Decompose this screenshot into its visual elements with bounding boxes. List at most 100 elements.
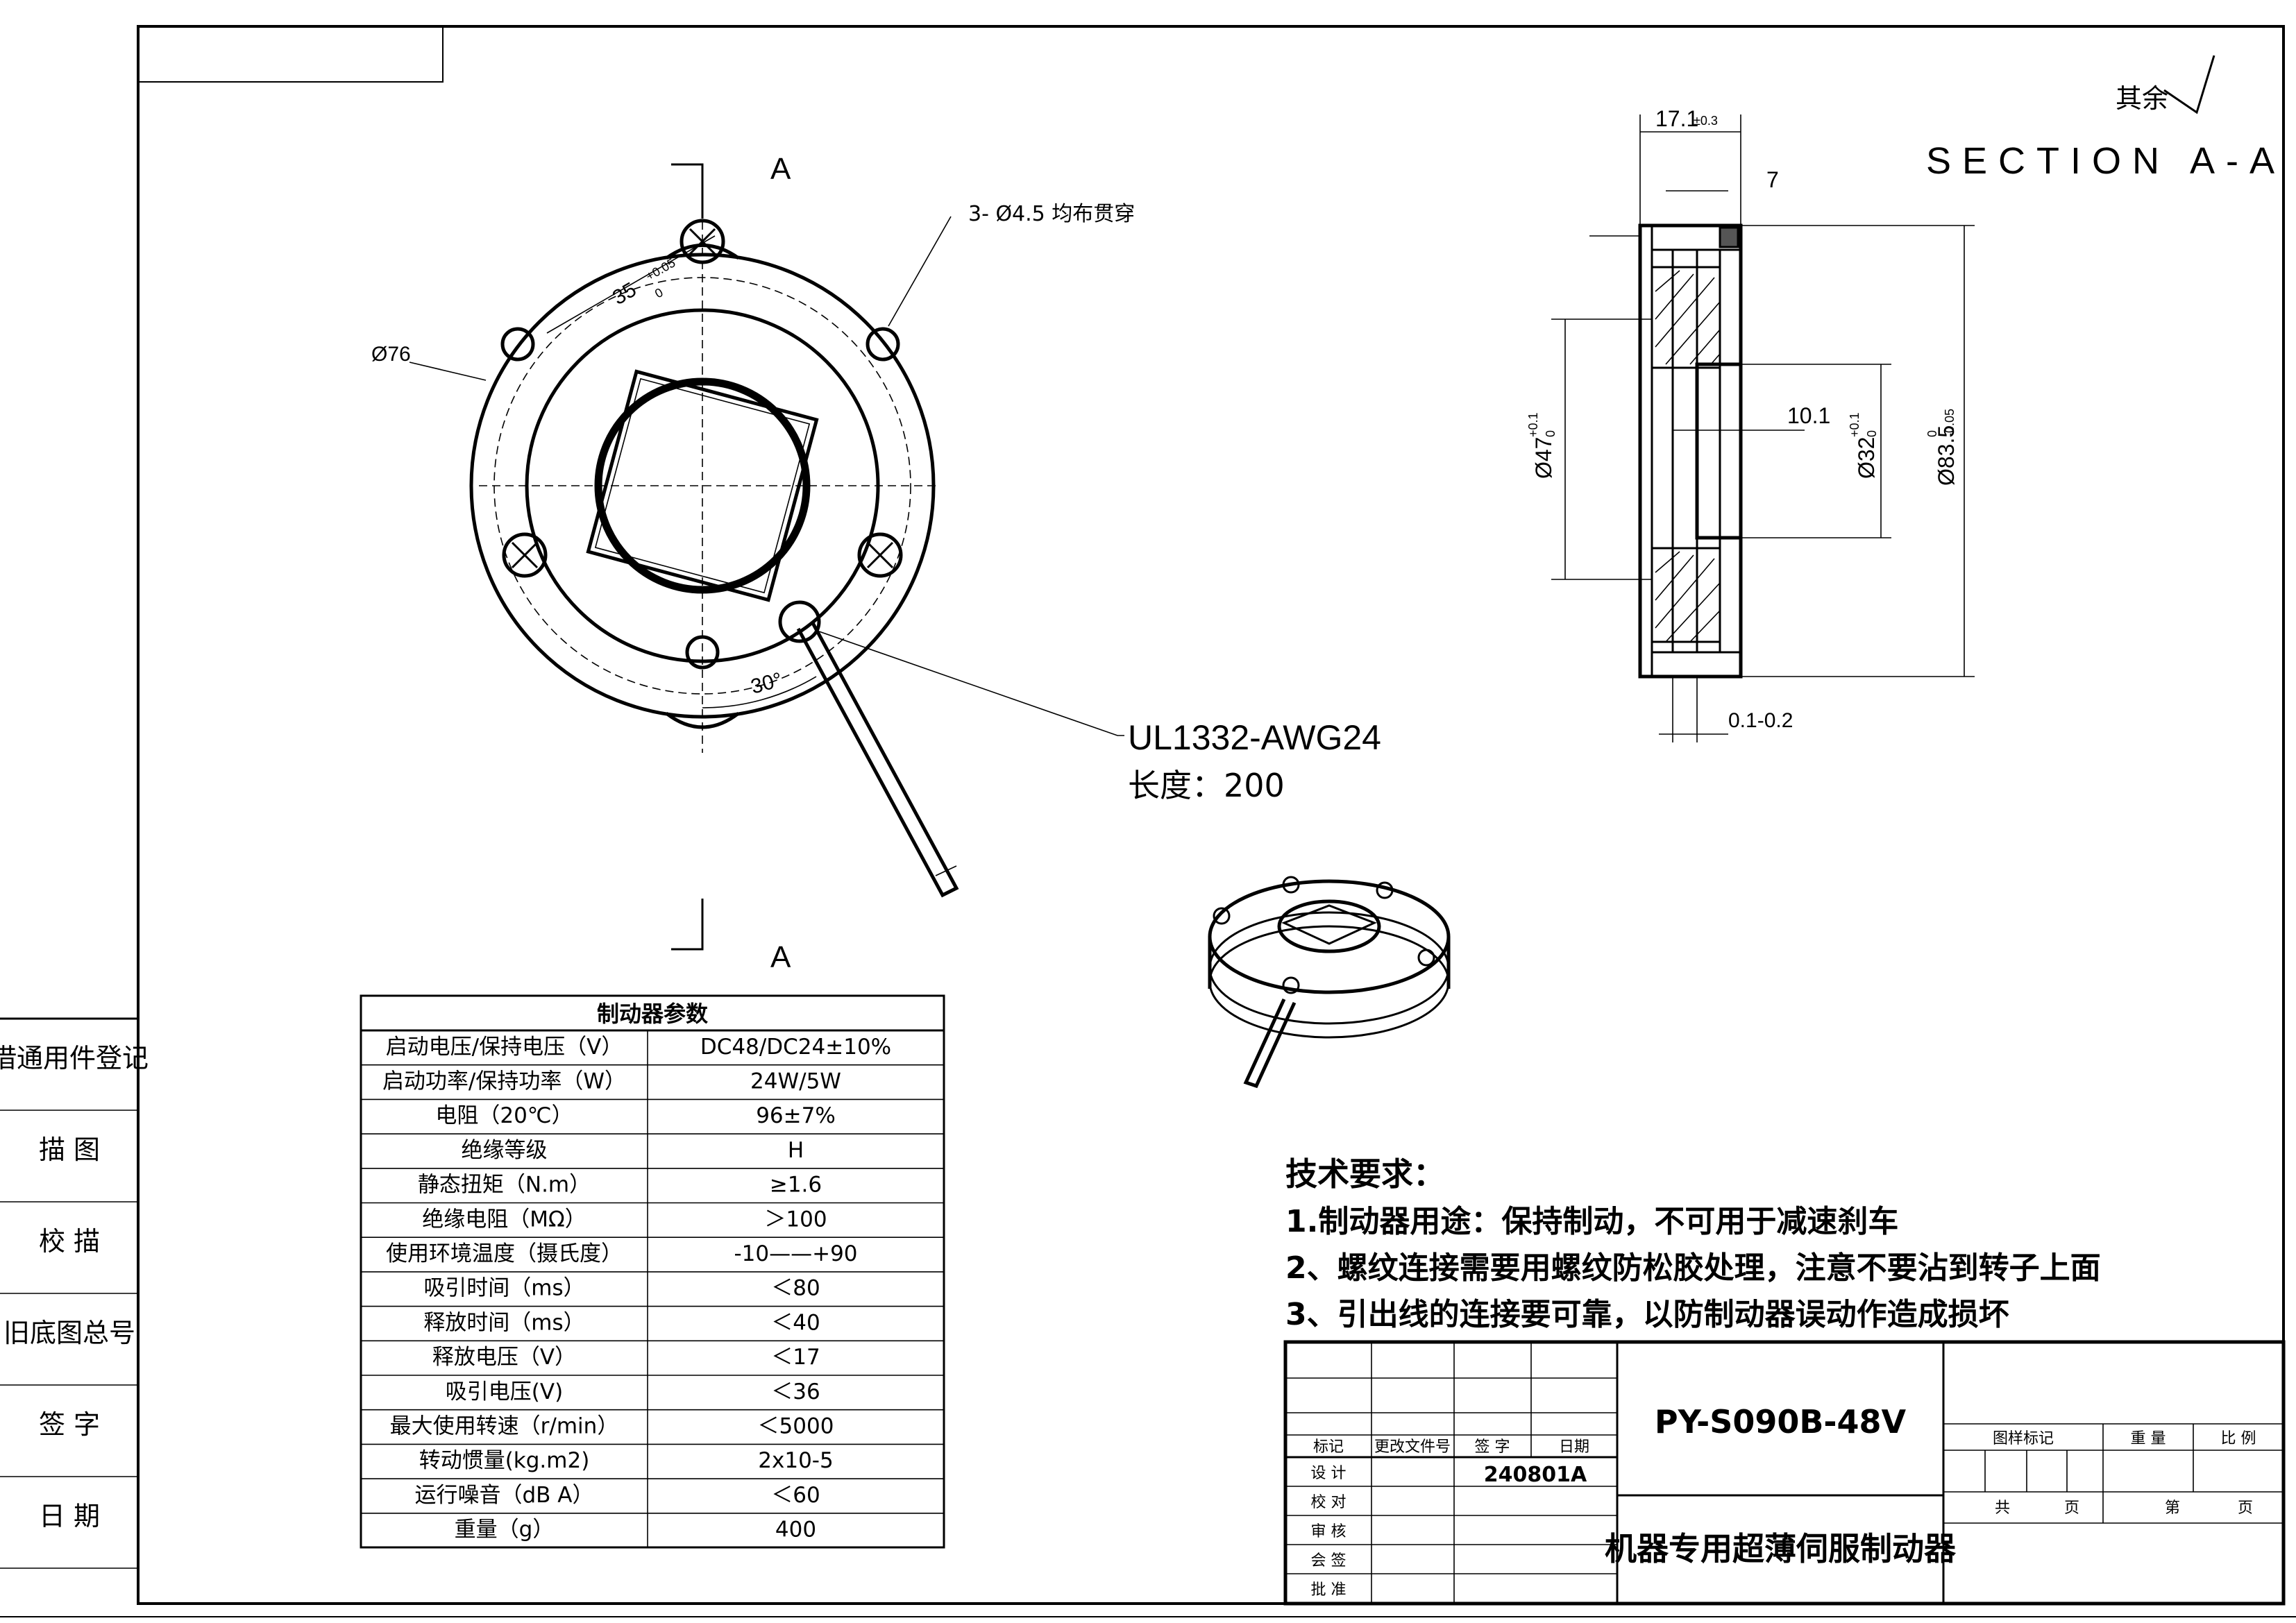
part-name: 机器专用超薄伺服制动器: [1605, 1530, 1957, 1567]
wire-spec: UL1332-AWG24: [1128, 718, 1381, 757]
param-label: 启动电压/保持电压（V）: [386, 1035, 623, 1060]
section-view: 其余 SECTION A-A 17.1 ±0.3 7: [1526, 55, 2286, 742]
isometric-view: [1208, 876, 1451, 1089]
param-value: ＜36: [771, 1379, 820, 1404]
central-bore: [594, 377, 811, 594]
param-label: 使用环境温度（摄氏度）: [386, 1241, 623, 1266]
dim-35: 35: [609, 278, 640, 309]
param-value: H: [788, 1138, 804, 1163]
param-label: 吸引时间（ms）: [423, 1276, 584, 1301]
param-value: -10——+90: [734, 1241, 857, 1266]
page-suffix: 页: [2238, 1499, 2253, 1517]
dim-d76: Ø76: [371, 343, 411, 366]
inner-step-circle: [525, 308, 880, 663]
params-table-title: 制动器参数: [597, 1001, 709, 1027]
param-value: 2x10-5: [758, 1448, 833, 1473]
square-hub: [586, 369, 819, 602]
param-label: 重量（g）: [455, 1518, 555, 1543]
hole-right: [866, 327, 900, 362]
dim-width-tol: ±0.3: [1694, 114, 1718, 128]
holes-note: 3- Ø4.5 均布贯穿: [968, 202, 1135, 226]
section-mark-top: A: [770, 152, 791, 186]
dim-d83-tol-upper: 0: [1925, 430, 1939, 437]
wire-lead: [796, 620, 959, 898]
total-prefix: 共: [1995, 1499, 2010, 1517]
screw-bottom-right: [857, 532, 903, 578]
strip-item: 借通用件登记: [0, 1043, 149, 1073]
date-code: 240801A: [1484, 1463, 1587, 1487]
bolt-circle: [493, 277, 911, 695]
param-label: 绝缘等级: [462, 1138, 548, 1163]
requirements-title: 技术要求：: [1285, 1155, 1445, 1193]
param-label: 释放时间（ms）: [423, 1310, 584, 1335]
left-strip: 借通用件登记 描 图 校 描 旧底图总号 签 字 日 期: [0, 1017, 149, 1569]
section-body: [1638, 223, 1743, 679]
wire-length: 长度：200: [1128, 767, 1285, 804]
screw-top: [679, 219, 725, 264]
drawing-mark-label: 图样标记: [1993, 1430, 2054, 1447]
part-number: PY-S090B-48V: [1655, 1403, 1907, 1441]
dim-width: 17.1: [1655, 106, 1698, 131]
param-value: ＜17: [771, 1345, 820, 1370]
rev-header: 标记: [1313, 1438, 1344, 1456]
dim-d32: Ø32: [1854, 437, 1879, 479]
hole-bottom: [685, 635, 720, 670]
param-value: 400: [775, 1518, 816, 1543]
sign-label: 会 签: [1311, 1552, 1347, 1570]
total-suffix: 页: [2064, 1499, 2079, 1517]
section-mark-bottom: A: [770, 940, 791, 974]
dim-d32-tol-upper: +0.1: [1848, 412, 1862, 437]
param-label: 吸引电压(V): [446, 1379, 563, 1404]
dim-d32-tol-lower: 0: [1865, 430, 1879, 437]
section-marker-bottom: [671, 899, 704, 951]
dim-gap: 0.1-0.2: [1728, 709, 1793, 732]
dim-d47-tol-lower: 0: [1544, 430, 1558, 437]
hole-left: [500, 327, 535, 362]
parameters-table: 制动器参数 启动电压/保持电压（V）DC48/DC24±10%启动功率/保持功率…: [360, 994, 945, 1549]
roughness-label: 其余: [2116, 83, 2168, 114]
strip-item: 校 描: [39, 1226, 100, 1257]
corner-box: [137, 26, 444, 83]
sign-label: 批 准: [1311, 1581, 1347, 1599]
section-title: SECTION A-A: [1926, 140, 2286, 182]
param-label: 最大使用转速（r/min）: [390, 1413, 619, 1438]
screw-bottom-left: [502, 532, 548, 578]
wire-grommet: [778, 600, 821, 643]
param-label: 运行噪音（dB A）: [414, 1483, 593, 1508]
rev-header: 日期: [1559, 1438, 1589, 1456]
dim-10-1: 10.1: [1787, 403, 1830, 428]
section-marker-top: [671, 163, 704, 219]
param-value: ＜40: [771, 1310, 820, 1335]
dim-35-tol-lower: 0: [652, 285, 666, 300]
requirement-item: 3、引出线的连接要可靠，以防制动器误动作造成损坏: [1285, 1297, 2009, 1332]
technical-requirements: 技术要求： 1.制动器用途：保持制动，不可用于减速刹车 2、螺纹连接需要用螺纹防…: [1285, 1155, 2101, 1332]
param-label: 静态扭矩（N.m）: [418, 1173, 591, 1198]
param-label: 释放电压（V）: [432, 1345, 576, 1370]
inner-frame: [137, 25, 2285, 1605]
rev-header: 更改文件号: [1374, 1438, 1451, 1456]
param-value: DC48/DC24±10%: [700, 1035, 891, 1060]
param-value: ≥1.6: [770, 1173, 822, 1198]
outer-flange: [469, 253, 936, 719]
rev-header: 签 字: [1475, 1438, 1510, 1456]
param-value: ＜5000: [758, 1413, 834, 1438]
sign-label: 设 计: [1311, 1465, 1347, 1482]
param-value: ＞100: [764, 1207, 827, 1232]
page-prefix: 第: [2165, 1499, 2180, 1517]
scale-label: 比 例: [2221, 1430, 2256, 1447]
sign-label: 校 对: [1311, 1494, 1347, 1511]
param-label: 电阻（20℃）: [435, 1103, 573, 1128]
param-label: 转动惯量(kg.m2): [419, 1448, 590, 1473]
weight-label: 重 量: [2131, 1430, 2166, 1447]
param-value: 96±7%: [756, 1103, 836, 1128]
dim-d47-tol-upper: +0.1: [1526, 412, 1540, 437]
param-value: ＜80: [771, 1276, 820, 1301]
dim-d83-tol-lower: -0.05: [1943, 409, 1957, 437]
param-label: 绝缘电阻（MΩ）: [422, 1207, 586, 1232]
title-block: 标记 更改文件号 签 字 日期 设 计 校 对 审 核 会 签 批 准 2408…: [1283, 1340, 2286, 1606]
roughness-symbol: [2163, 55, 2215, 114]
requirement-item: 2、螺纹连接需要用螺纹防松胶处理，注意不要沾到转子上面: [1285, 1250, 2101, 1286]
requirement-item: 1.制动器用途：保持制动，不可用于减速刹车: [1285, 1204, 1898, 1239]
sign-label: 审 核: [1311, 1523, 1347, 1540]
